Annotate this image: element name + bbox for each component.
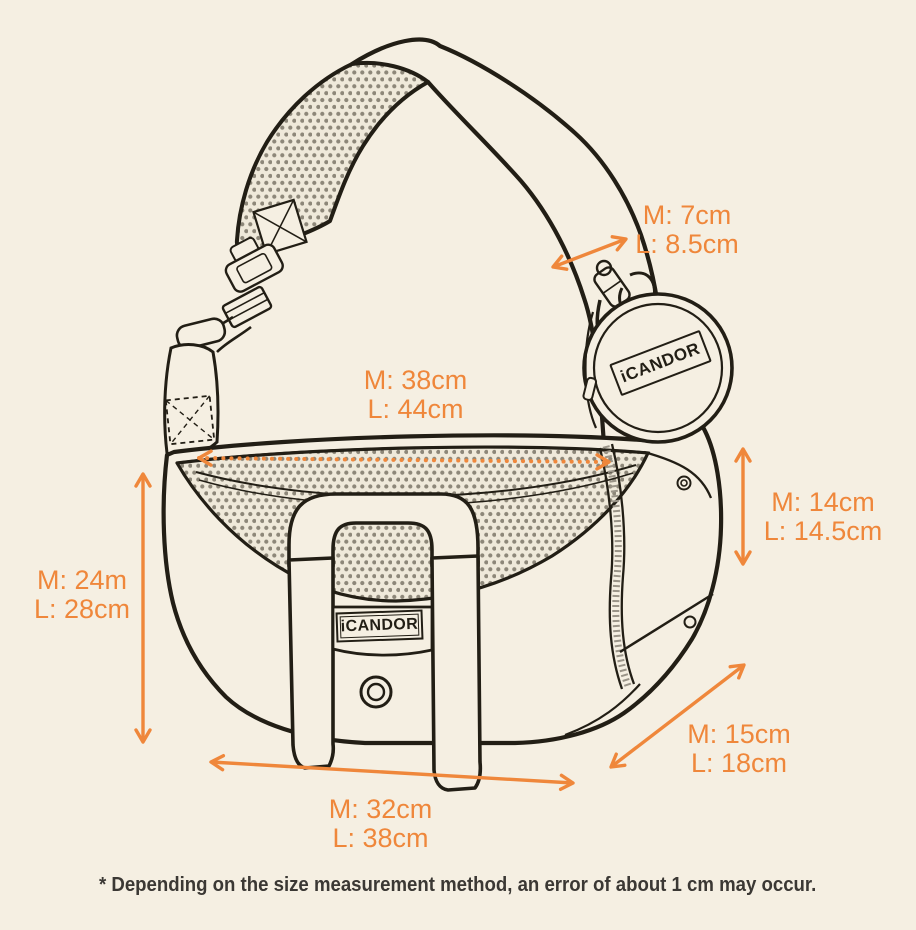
label-bag-height: M: 24m L: 28cm [33, 565, 131, 624]
snap-button-bottom [683, 615, 697, 629]
side-panel [598, 443, 714, 690]
grommet [359, 675, 393, 709]
footnote: * Depending on the size measurement meth… [99, 874, 817, 896]
label-opening-width: M: 38cm L: 44cm [363, 365, 468, 424]
front-brand-label: iCANDOR [335, 609, 424, 643]
pouch-zipper-pull [582, 376, 598, 401]
label-side-pocket-height: M: 14cm L: 14.5cm [763, 487, 883, 546]
snap-button-top [676, 475, 692, 491]
measurement-arrows [134, 235, 752, 791]
attachment-stitch-box [164, 394, 216, 446]
arrow-bag-depth [609, 663, 746, 769]
strap-attachment-panel [163, 343, 220, 458]
arrow-opening-width [197, 449, 611, 471]
strap-pad-stitch-patch [252, 198, 308, 256]
label-bag-depth: M: 15cm L: 18cm [687, 719, 791, 778]
strap-ladder-slider [221, 285, 273, 329]
arrow-strap-width [551, 235, 628, 271]
arrow-bag-width [209, 754, 575, 791]
front-strap-right [430, 554, 483, 792]
side-release-buckle [224, 236, 284, 293]
label-bag-width: M: 32cm L: 38cm [328, 794, 433, 853]
strap-shoulder-pad [234, 60, 430, 256]
strap-keeper-loop [175, 317, 227, 350]
label-strap-width: M: 7cm L: 8.5cm [635, 200, 739, 259]
front-strap-left [287, 556, 336, 770]
